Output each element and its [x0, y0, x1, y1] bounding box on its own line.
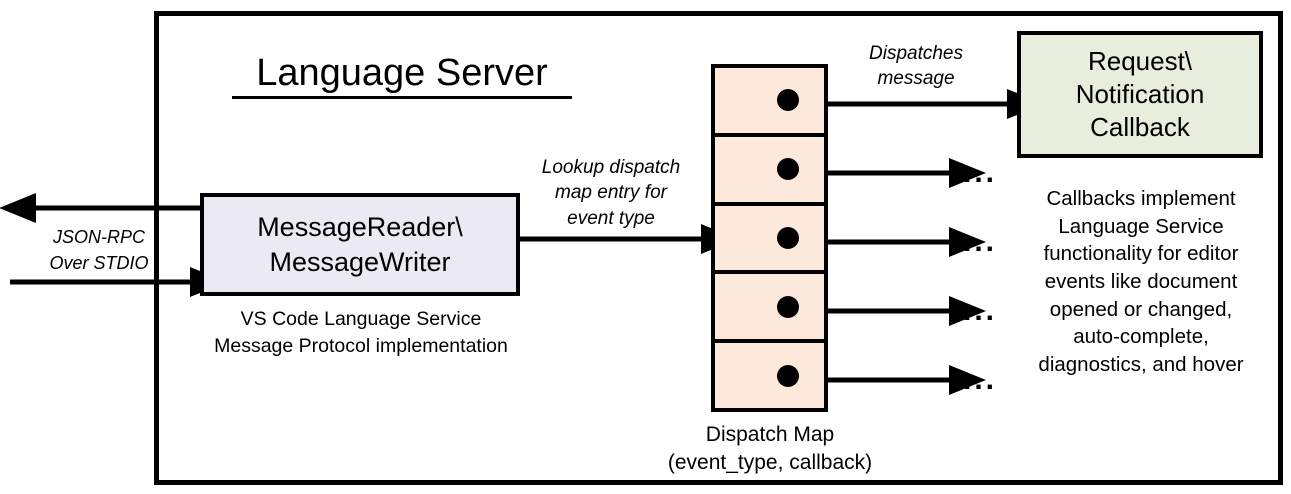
dispatch-caption-line-2: (event_type, callback): [667, 451, 873, 475]
language-server-frame: [154, 11, 1283, 485]
dispatch-map-row[interactable]: [715, 343, 824, 408]
ellipsis-marker: ...: [963, 156, 998, 189]
callback-dot-icon: [777, 226, 799, 249]
ellipsis-marker: ...: [963, 225, 998, 258]
lookup-label-line-1: Lookup dispatch: [541, 157, 681, 178]
callback-desc-line-2: Language Service: [1058, 214, 1224, 238]
jsonrpc-label: JSON-RPC Over STDIO: [24, 224, 174, 276]
dispatch-map-row[interactable]: [715, 206, 824, 275]
ellipsis-marker: ...: [963, 363, 998, 396]
request-notification-callback-box[interactable]: Request\ Notification Callback: [1017, 31, 1263, 158]
callback-desc-line-7: diagnostics, and hover: [1038, 353, 1244, 377]
dispatch-map-row[interactable]: [715, 68, 824, 137]
callback-line-3: Callback: [1090, 111, 1190, 142]
dispatches-message-label: Dispatches message: [836, 41, 996, 92]
dispatch-map-table[interactable]: [711, 64, 828, 412]
lookup-dispatch-label: Lookup dispatch map entry for event type: [517, 155, 705, 231]
jsonrpc-label-line-2: Over STDIO: [49, 253, 149, 274]
message-writer-line: MessageWriter: [269, 246, 451, 277]
jsonrpc-label-line-1: JSON-RPC: [52, 227, 145, 247]
callback-dot-icon: [777, 89, 799, 112]
page-title: Language Server: [232, 53, 572, 99]
dispatch-map-row[interactable]: [715, 137, 824, 206]
lookup-label-line-2: map entry for: [555, 182, 667, 204]
dispatches-label-line-2: message: [877, 68, 955, 90]
reader-caption-line-1: VS Code Language Service: [240, 308, 482, 330]
callback-dot-icon: [777, 158, 799, 181]
callback-desc-line-6: auto-complete,: [1073, 325, 1209, 349]
callback-dot-icon: [777, 364, 799, 387]
message-reader-writer-caption: VS Code Language Service Message Protoco…: [196, 306, 526, 360]
callback-desc-line-1: Callbacks implement: [1046, 187, 1236, 210]
lookup-label-line-3: event type: [567, 207, 655, 229]
message-reader-writer-text: MessageReader\ MessageWriter: [257, 210, 463, 279]
dispatch-caption-line-1: Dispatch Map: [705, 423, 835, 446]
dispatches-label-line-1: Dispatches: [869, 43, 963, 64]
callback-line-1: Request\: [1087, 46, 1193, 77]
callback-description: Callbacks implement Language Service fun…: [1008, 185, 1274, 379]
callback-desc-line-3: functionality for editor: [1043, 242, 1239, 266]
callback-box-text: Request\ Notification Callback: [1076, 45, 1205, 143]
reader-caption-line-2: Message Protocol implementation: [214, 334, 508, 357]
callback-line-2: Notification: [1075, 79, 1205, 110]
callback-desc-line-4: events like document: [1044, 270, 1238, 294]
dispatch-map-row[interactable]: [715, 274, 824, 344]
callback-dot-icon: [777, 295, 799, 318]
message-reader-line: MessageReader\: [257, 211, 463, 242]
callback-desc-line-5: opened or changed,: [1049, 297, 1233, 321]
message-reader-writer-box[interactable]: MessageReader\ MessageWriter: [200, 193, 520, 296]
dispatch-map-caption: Dispatch Map (event_type, callback): [640, 421, 900, 478]
ellipsis-marker: ...: [963, 294, 998, 327]
